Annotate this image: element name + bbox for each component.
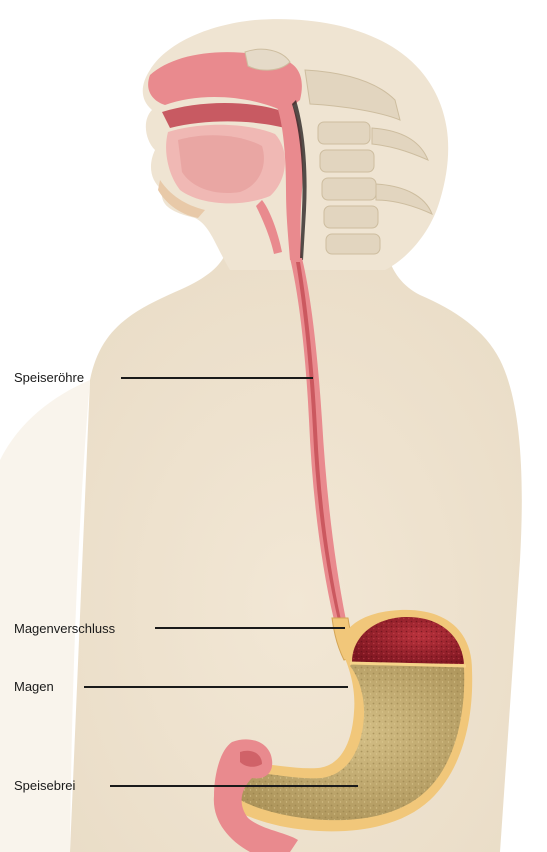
label-sphincter: Magenverschluss (14, 622, 115, 635)
leader-line-stomach (84, 686, 348, 688)
label-stomach: Magen (14, 680, 54, 693)
label-chyme: Speisebrei (14, 779, 75, 792)
leader-line-chyme (110, 785, 358, 787)
leader-line-sphincter (155, 627, 345, 629)
leader-line-esophagus (121, 377, 313, 379)
label-esophagus: Speiseröhre (14, 371, 84, 384)
